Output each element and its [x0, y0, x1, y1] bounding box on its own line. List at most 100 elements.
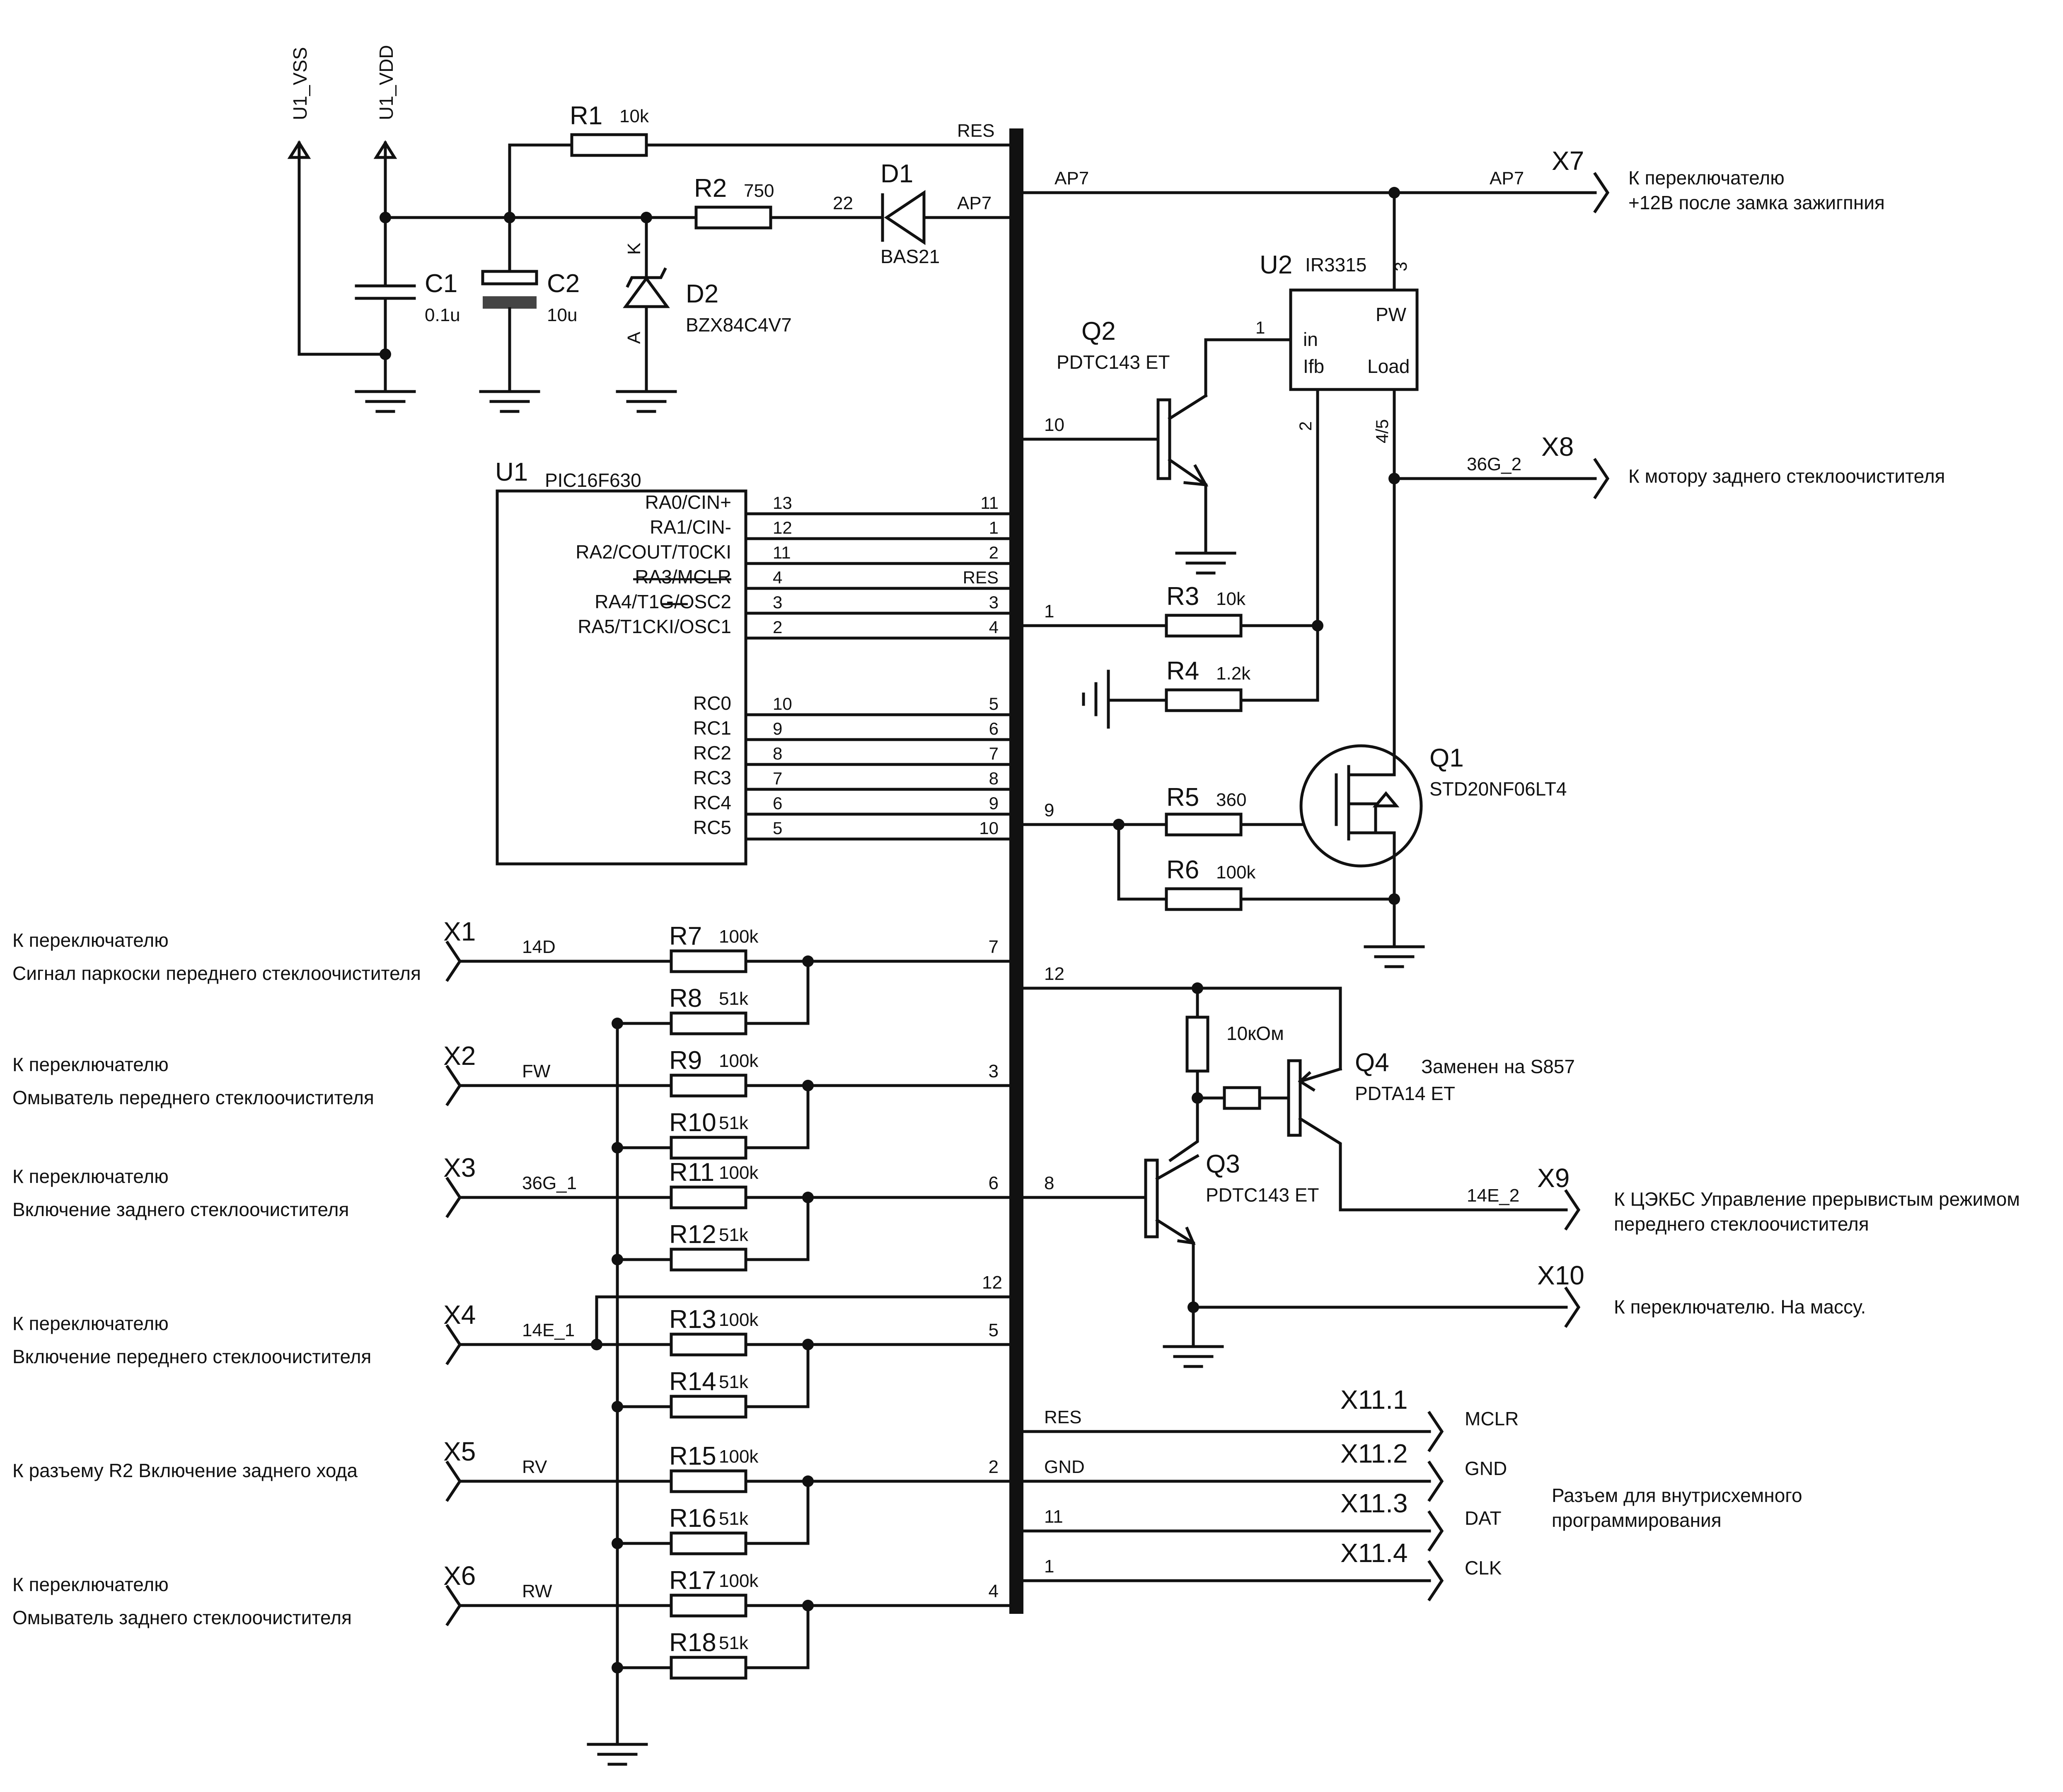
c2-value: 10u [547, 305, 577, 325]
x1-pin-mark [445, 941, 462, 982]
resistor-value: 100k [719, 926, 759, 947]
net-8: 8 [1044, 1173, 1054, 1193]
resistor-ref: R16 [669, 1504, 716, 1533]
resistor-r2 [694, 206, 772, 230]
q4-part: PDTA14 ET [1355, 1083, 1455, 1104]
r5-ref: R5 [1166, 783, 1199, 812]
x11-note2: программирования [1552, 1509, 1722, 1531]
x7-line1: К переключателю [1628, 167, 1785, 189]
d2-part: BZX84C4V7 [686, 314, 792, 336]
bus-net-label: 3 [989, 1061, 999, 1081]
u1-pin-name: RA2/COUT/T0CKI [576, 541, 731, 563]
ic-u2 [1289, 288, 1419, 391]
u1-pin-number: 2 [773, 617, 782, 637]
bus-net-label: 4 [989, 1581, 999, 1601]
resistor-ref: R13 [669, 1305, 716, 1334]
u2-ifb: Ifb [1303, 355, 1324, 377]
d2-k: K [624, 243, 644, 255]
q4-note: Заменен на S857 [1421, 1056, 1575, 1077]
r2-ref: R2 [694, 174, 727, 203]
transistor-q2 [1156, 394, 1235, 573]
u1-pin-number: 5 [773, 818, 782, 838]
q3-part: PDTC143 ET [1206, 1184, 1319, 1206]
u2-pw: PW [1376, 304, 1407, 325]
u1-pin-number: 8 [773, 744, 782, 763]
u1-pin-number: 9 [773, 719, 782, 738]
r1-value: 10k [619, 106, 649, 126]
resistor-value: 100k [719, 1446, 759, 1467]
resistor-10kohm-v [1185, 1016, 1209, 1073]
x5-ref: X5 [443, 1437, 476, 1466]
u1-pin-name: RC3 [693, 767, 731, 788]
resistor-r7 [670, 949, 747, 973]
x11-ref: X11.3 [1340, 1488, 1408, 1518]
d2-a: A [624, 331, 644, 344]
u2-load: Load [1367, 355, 1410, 377]
resistor-q4-base [1223, 1086, 1261, 1110]
x11-net-label: GND [1044, 1457, 1085, 1477]
resistor-ref: R18 [669, 1628, 716, 1657]
u2-pin3: 3 [1391, 262, 1410, 271]
input-net-label: RW [522, 1581, 552, 1601]
x11-note1: Разъем для внутрисхемного [1552, 1485, 1802, 1506]
u1-pin-number: 7 [773, 769, 782, 788]
x11-pin-mark [1427, 1411, 1444, 1452]
x4-line1: К переключателю [12, 1313, 169, 1334]
u1-bus-net: 5 [989, 694, 999, 713]
x10-line1: К переключателю. На массу. [1614, 1296, 1866, 1318]
u1-pin-name: RA4/T1G/OSC2 [595, 591, 731, 612]
c2-ref: C2 [547, 269, 580, 298]
x11-net-label: 1 [1044, 1556, 1054, 1577]
resistor-r12 [670, 1248, 747, 1272]
x9-line2: переднего стеклоочистителя [1614, 1213, 1869, 1235]
net-12b: 12 [982, 1272, 1002, 1293]
x8-ref: X8 [1541, 432, 1574, 462]
q2-part: PDTC143 ET [1057, 351, 1170, 373]
input-net-label: RV [522, 1457, 547, 1477]
divider-wire [744, 1084, 810, 1149]
x6-pin-mark [445, 1585, 462, 1626]
r3-value: 10k [1216, 589, 1246, 609]
r6-ref: R6 [1166, 856, 1199, 884]
x4-ref: X4 [443, 1300, 476, 1330]
resistor-value: 51k [719, 1633, 749, 1653]
resistor-ref: R10 [669, 1108, 716, 1137]
x11-signal: DAT [1465, 1507, 1502, 1529]
net-ap7-d1: AP7 [957, 193, 992, 213]
r3-ref: R3 [1166, 582, 1199, 611]
ground-r4 [1082, 670, 1110, 729]
net-36g2: 36G_2 [1467, 454, 1521, 474]
x2-line1: К переключателю [12, 1054, 169, 1075]
resistor-value: 51k [719, 1113, 749, 1133]
capacitor-c2 [481, 216, 539, 411]
vdd-label: U1_VDD [375, 45, 397, 120]
diode-d1 [881, 190, 1013, 245]
resistor-ref: R9 [669, 1046, 702, 1075]
q1-ref: Q1 [1429, 744, 1464, 772]
resistor-ref: R12 [669, 1220, 716, 1249]
u1-pin-name: RC2 [693, 742, 731, 764]
u2-ref: U2 [1260, 251, 1292, 279]
u1-pin-number: 12 [773, 518, 792, 537]
u1-pin-name: RC5 [693, 817, 731, 838]
r6-value: 100k [1216, 862, 1256, 883]
u1-pin-number: 3 [773, 592, 782, 612]
u1-pin-number: 4 [773, 568, 782, 587]
q1-part: STD20NF06LT4 [1429, 778, 1567, 800]
x11-ref: X11.4 [1340, 1538, 1408, 1568]
resistor-r5 [1165, 813, 1243, 837]
x3-line1: К переключателю [12, 1166, 169, 1187]
input-net-label: 36G_1 [522, 1173, 577, 1193]
zener-d2 [617, 216, 675, 411]
u1-pin-name: RC4 [693, 792, 731, 813]
net-1: 1 [1044, 601, 1054, 622]
x2-ref: X2 [443, 1041, 476, 1071]
resistor-r4 [1165, 688, 1243, 712]
resistor-value: 100k [719, 1571, 759, 1591]
ic-u1 [496, 489, 747, 866]
bus-net-label: 2 [989, 1457, 999, 1477]
u2-in: in [1303, 329, 1318, 350]
resistor-r17 [670, 1594, 747, 1618]
bus-net-label: 6 [989, 1173, 999, 1193]
resistor-value: 51k [719, 1372, 749, 1392]
